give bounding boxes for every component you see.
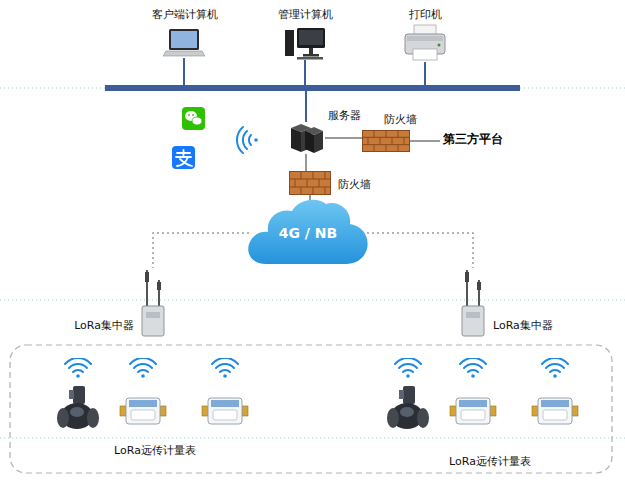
concentrator-icon	[460, 268, 486, 338]
node-label: 4G / NB	[279, 227, 337, 240]
node-label: 服务器	[328, 109, 361, 122]
node-label: 防火墙	[384, 113, 417, 126]
printer: 打印机	[403, 24, 447, 62]
client-computer: 客户端计算机	[163, 28, 205, 58]
node-label: 第三方平台	[443, 133, 503, 146]
network-link	[410, 140, 440, 142]
wechat-icon	[182, 107, 205, 130]
section-divider	[0, 88, 625, 438]
server-icon	[287, 122, 325, 154]
node-label: LoRa远传计量表	[449, 455, 531, 468]
printer-icon	[403, 24, 447, 62]
node-label: LoRa集中器	[74, 319, 134, 332]
meter-region	[10, 345, 612, 473]
node-label: 打印机	[409, 8, 442, 21]
lora-concentrator: LoRa集中器	[140, 268, 166, 338]
network-link	[367, 233, 473, 268]
node-label: 防火墙	[338, 178, 371, 191]
firewall-icon	[289, 171, 331, 195]
node-label: LoRa远传计量表	[114, 444, 196, 457]
node-label: 客户端计算机	[152, 8, 218, 21]
node-label: 管理计算机	[278, 8, 333, 21]
meter-illustration	[370, 358, 590, 436]
lora-concentrator: LoRa集中器	[460, 268, 486, 338]
third-party-platform: 第三方平台	[440, 132, 506, 147]
firewall-icon	[362, 130, 410, 152]
laptop-icon	[163, 28, 205, 58]
network-link	[184, 58, 306, 122]
meter-illustration	[40, 358, 260, 436]
desktop-icon	[283, 26, 327, 60]
alipay-icon	[172, 146, 195, 169]
lora-meter-group: LoRa远传计量表	[40, 358, 260, 436]
network-cloud: 4G / NB	[246, 196, 370, 270]
firewall: 防火墙	[289, 171, 331, 195]
network-link	[153, 233, 249, 268]
lora-meter-group: LoRa远传计量表	[370, 358, 590, 436]
server: 服务器	[287, 122, 325, 154]
concentrator-icon	[140, 268, 166, 338]
network-link	[325, 137, 362, 139]
node-label: LoRa集中器	[493, 319, 553, 332]
network-link	[309, 195, 311, 200]
firewall: 防火墙	[362, 130, 410, 152]
network-link	[305, 154, 307, 171]
management-computer: 管理计算机	[283, 26, 327, 60]
wireless-symbol	[237, 127, 258, 153]
